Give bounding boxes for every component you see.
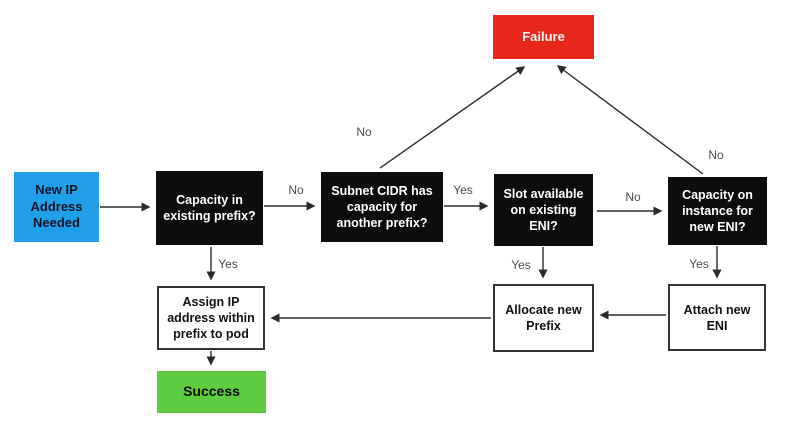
edge-label-q3-yes: Yes: [511, 258, 531, 272]
arrow-q2-to-failure: [379, 66, 526, 169]
edge-label-q4-no: No: [708, 148, 724, 162]
edge-label-q1-no: No: [288, 183, 304, 197]
node-terminal-failure: Failure: [493, 15, 594, 59]
node-action-attach-eni: Attach new ENI: [668, 284, 766, 351]
node-decision-slot-available-eni: Slot available on existing ENI?: [494, 174, 593, 246]
node-decision-capacity-existing-prefix: Capacity in existing prefix?: [156, 171, 263, 245]
edge-label-q2-yes: Yes: [453, 183, 473, 197]
node-action-allocate-prefix: Allocate new Prefix: [493, 284, 594, 352]
node-terminal-success: Success: [157, 371, 266, 413]
node-start-new-ip-needed: New IP Address Needed: [14, 172, 99, 242]
arrow-q4-to-failure: [556, 65, 704, 175]
node-decision-subnet-cidr-capacity: Subnet CIDR has capacity for another pre…: [321, 172, 443, 242]
node-action-assign-ip: Assign IP address within prefix to pod: [157, 286, 265, 350]
edge-label-q3-no: No: [625, 190, 641, 204]
edge-label-q4-yes: Yes: [689, 257, 709, 271]
edge-label-q2-no: No: [356, 125, 372, 139]
edge-label-q1-yes: Yes: [218, 257, 238, 271]
node-decision-capacity-new-eni: Capacity on instance for new ENI?: [668, 177, 767, 245]
